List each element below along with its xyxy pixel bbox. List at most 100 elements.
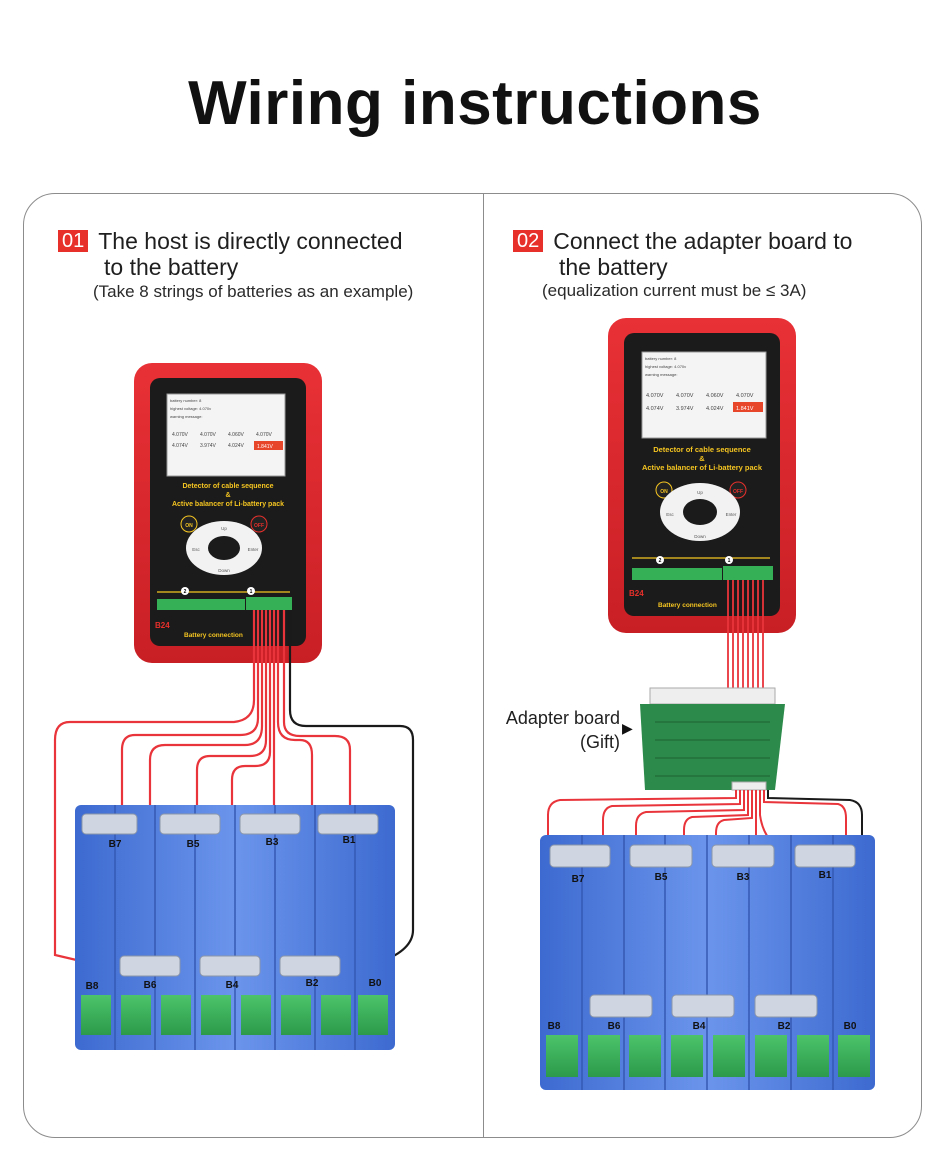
step-2-heading-line1: Connect the adapter board to — [553, 228, 853, 254]
left-wire-b1 — [282, 610, 352, 815]
adapter-board-label: Adapter board (Gift) — [490, 706, 620, 754]
left-cell-alert-box — [254, 441, 283, 450]
right-wire-b8 — [547, 790, 737, 995]
left-nav-down: Down — [218, 568, 230, 573]
left-cell-base-1 — [81, 995, 111, 1035]
left-cell-base-5 — [241, 995, 271, 1035]
right-off-button[interactable] — [729, 481, 747, 499]
step-2-number: 02 — [513, 230, 544, 252]
left-busbar-top-2 — [159, 813, 221, 835]
left-busbar-bot-3 — [279, 955, 341, 977]
left-cell-reading-5: 4.074V — [172, 443, 189, 449]
right-port1-label: 1 — [728, 558, 731, 564]
left-cell-base-2 — [121, 995, 151, 1035]
left-label-b4: B4 — [226, 980, 239, 991]
right-ribbon-cable — [727, 580, 764, 695]
right-port2-label: 2 — [659, 558, 662, 564]
left-connection-label: Battery connection — [184, 632, 243, 639]
left-cell-base-8 — [358, 995, 388, 1035]
right-cell-alert-box — [733, 402, 763, 412]
right-cell-base-8 — [838, 1035, 870, 1077]
right-label-b4: B4 — [693, 1021, 706, 1032]
right-label-b0: B0 — [844, 1021, 857, 1032]
right-busbar-top-1 — [549, 844, 611, 868]
adapter-pcb — [640, 704, 785, 790]
left-wire-b0 — [288, 610, 415, 964]
left-device: battery number: 8 highest voltage: 4.070… — [134, 363, 322, 663]
right-device-screen — [641, 351, 767, 439]
right-terminal-2 — [632, 568, 722, 580]
right-wire-b6 — [635, 790, 745, 1000]
left-label-b6: B6 — [144, 980, 157, 991]
left-cell-base-7 — [321, 995, 351, 1035]
right-cell-reading-4: 4.070V — [736, 393, 754, 399]
right-label-b7: B7 — [572, 874, 585, 885]
right-cell-reading-5: 4.074V — [646, 406, 664, 412]
left-screen-warning: warning message: — [170, 414, 202, 419]
right-nav-center — [683, 499, 717, 525]
right-cell-reading-6: 3.974V — [676, 406, 694, 412]
right-cell-reading-8: 1.841V — [736, 406, 754, 412]
left-terminal-2 — [157, 599, 245, 610]
right-wire-b5 — [683, 790, 749, 840]
right-battery-pack: B7 B5 B3 B1 B8 B6 B4 B2 B0 — [540, 835, 875, 1090]
right-cell-reading-3: 4.060V — [706, 393, 724, 399]
right-label-b3: B3 — [737, 872, 750, 883]
left-on-button[interactable] — [180, 515, 198, 533]
left-terminal-1 — [246, 597, 292, 610]
right-on-button[interactable] — [655, 481, 673, 499]
left-wire-b2 — [276, 610, 314, 945]
left-nav-up: Up — [221, 526, 227, 531]
left-wire-b7 — [120, 610, 260, 815]
left-wires — [53, 610, 415, 964]
right-connection-label: Battery connection — [658, 602, 717, 609]
right-label-b5: B5 — [655, 872, 668, 883]
right-cell-base-7 — [797, 1035, 829, 1077]
left-screen-header2: highest voltage: 4.070v — [170, 406, 211, 411]
right-nav-up: Up — [697, 490, 703, 495]
left-model-label: B24 — [155, 621, 170, 630]
left-cell-reading-2: 4.070V — [200, 432, 217, 438]
adapter-board-label-line2: (Gift) — [580, 732, 620, 752]
left-product-line1: Detector of cable sequence — [182, 483, 273, 490]
left-label-b2: B2 — [306, 978, 319, 989]
left-cell-reading-8: 1.841V — [257, 444, 274, 450]
right-busbar-bot-3 — [754, 994, 818, 1018]
right-port1-marker — [725, 556, 733, 564]
left-screen-header: battery number: 8 — [170, 398, 202, 403]
left-off-button[interactable] — [250, 515, 268, 533]
right-label-b8: B8 — [548, 1021, 561, 1032]
left-label-b3: B3 — [266, 837, 279, 848]
left-label-b0: B0 — [369, 978, 382, 989]
left-wire-b4 — [230, 610, 272, 945]
right-screen-header: battery number: 8 — [645, 356, 677, 361]
step-1-heading-line2: to the battery — [104, 254, 239, 280]
right-cell-base-6 — [755, 1035, 787, 1077]
left-cell-reading-6: 3.974V — [200, 443, 217, 449]
right-nav-esc: Esc — [666, 512, 674, 517]
right-cell-base-3 — [629, 1035, 661, 1077]
left-nav-enter: Enter — [248, 547, 259, 552]
left-on-label: ON — [185, 523, 193, 529]
right-product-line3: Active balancer of Li-battery pack — [642, 463, 763, 472]
right-product-line2: & — [699, 454, 705, 463]
left-port1-marker — [247, 587, 255, 595]
right-wire-b1 — [763, 790, 847, 840]
left-busbar-top-4 — [317, 813, 379, 835]
right-cell-base-1 — [546, 1035, 578, 1077]
left-busbar-bot-1 — [119, 955, 181, 977]
left-label-b5: B5 — [187, 839, 200, 850]
right-nav-enter: Enter — [726, 512, 737, 517]
left-product-line2: & — [225, 492, 230, 499]
left-cell-base-6 — [281, 995, 311, 1035]
step-1-note: (Take 8 strings of batteries as an examp… — [93, 282, 414, 301]
adapter-pointer-icon: ▶ — [622, 720, 633, 736]
step-2-note: (equalization current must be ≤ 3A) — [542, 281, 807, 300]
page-title: Wiring instructions — [188, 69, 762, 138]
adapter-board — [640, 687, 785, 791]
right-terminal-1 — [723, 566, 773, 580]
left-busbar-top-3 — [239, 813, 301, 835]
right-screen-header2: highest voltage: 4.070v — [645, 364, 686, 369]
left-cell-base-3 — [161, 995, 191, 1035]
